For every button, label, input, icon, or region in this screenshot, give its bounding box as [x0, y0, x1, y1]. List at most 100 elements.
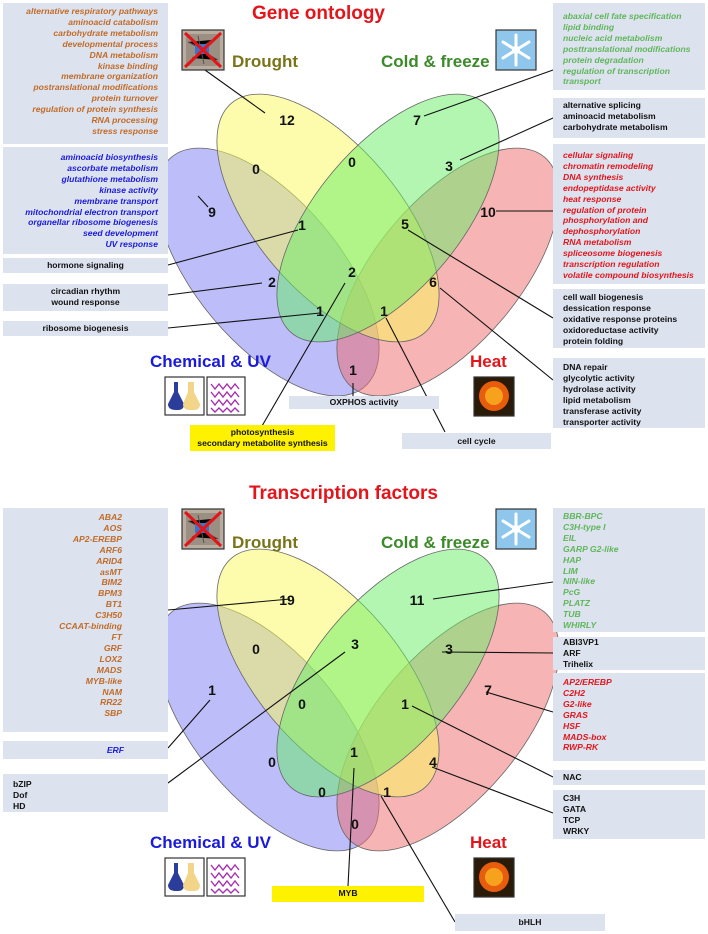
- tf-count-drought-cold-chemical: 0: [298, 696, 306, 712]
- box-term-line: C3H50: [95, 610, 122, 621]
- box-term-line: transporter activity: [563, 416, 641, 427]
- sun-icon-tf: [473, 857, 515, 898]
- go-leader-lines: [167, 69, 554, 433]
- box-term-line: mitochondrial electron transport: [25, 206, 158, 217]
- box-term-line: organellar ribosome biogenesis: [28, 217, 158, 228]
- go-count-drought-cold: 0: [348, 154, 356, 170]
- box-term-line: GRF: [103, 642, 122, 653]
- box-term-line: developmental process: [62, 38, 158, 49]
- tf-count-heat-only: 7: [484, 682, 492, 698]
- go-count-drought-only: 12: [279, 112, 295, 128]
- box-term-line: WRKY: [563, 825, 590, 836]
- go-ellipse-cold: [276, 93, 500, 343]
- tf-nac-box: NAC: [553, 770, 705, 785]
- box-term-line: cell wall biogenesis: [563, 292, 644, 302]
- box-term-line: ABA2: [98, 512, 122, 522]
- box-term-line: cellular signaling: [563, 150, 634, 160]
- go-count-chemical-cold: 2: [268, 274, 276, 290]
- go-count-all-four: 2: [348, 264, 356, 280]
- box-term-line: hormone signaling: [47, 260, 124, 270]
- tf-count-chemical-heat: 0: [351, 816, 359, 832]
- tf-count-cold-chemical-heat: 1: [383, 784, 391, 800]
- box-term-line: wound response: [51, 296, 120, 307]
- box-term-line: AP2/EREBP: [563, 677, 612, 687]
- box-term-line: spliceosome biogenesis: [563, 248, 663, 259]
- box-term-line: RNA metabolism: [563, 237, 632, 248]
- go-oxphos-box: OXPHOS activity: [289, 396, 439, 409]
- box-term-line: bHLH: [518, 917, 542, 927]
- box-term-line: lipid metabolism: [563, 394, 631, 405]
- snowflake-icon-go: [495, 29, 537, 71]
- box-term-line: glycolytic activity: [563, 372, 635, 383]
- tf-count-drought-cold-heat: 1: [401, 696, 409, 712]
- box-term-line: LOX2: [99, 653, 122, 664]
- tf-title: Transcription factors: [249, 483, 438, 504]
- box-term-line: CCAAT-binding: [59, 621, 122, 632]
- box-term-line: protein turnover: [91, 93, 158, 104]
- box-term-line: kinase activity: [99, 184, 158, 195]
- box-term-line: heat response: [563, 193, 622, 204]
- tf-count-chemical-only: 1: [208, 682, 216, 698]
- tf-count-drought-only: 19: [279, 592, 295, 608]
- box-term-line: phosphorylation and: [563, 215, 648, 226]
- go-count-chemical-heat: 1: [349, 362, 357, 378]
- box-term-line: regulation of protein: [563, 204, 647, 215]
- box-term-line: regulation of transcription: [563, 65, 670, 76]
- box-term-line: kinase binding: [97, 60, 158, 71]
- snowflake-icon-tf: [495, 508, 537, 550]
- box-term-line: WHIRLY: [563, 620, 597, 631]
- box-term-line: BT1: [105, 599, 122, 610]
- box-term-line: C3H: [563, 793, 581, 803]
- go-hormone-box: hormone signaling: [3, 258, 168, 273]
- box-term-line: dessication response: [563, 302, 651, 313]
- box-term-line: carbohydrate metabolism: [53, 27, 158, 38]
- box-term-line: GARP G2-like: [563, 543, 619, 554]
- box-term-line: DNA repair: [563, 362, 608, 372]
- tf-count-all-four: 1: [350, 744, 358, 760]
- box-term-line: TUB: [563, 609, 581, 620]
- box-term-line: glutathione metabolism: [61, 173, 158, 184]
- box-term-line: ARF6: [99, 544, 122, 555]
- box-term-line: ARF: [563, 647, 581, 658]
- box-term-line: posttranslational modifications: [563, 43, 691, 54]
- box-term-line: RWP-RK: [563, 742, 599, 753]
- box-term-line: nucleic acid metabolism: [563, 32, 663, 43]
- box-term-line: AP2-EREBP: [72, 533, 122, 544]
- tf-myb-box: MYB: [272, 886, 424, 902]
- box-term-line: bZIP: [13, 779, 32, 789]
- box-term-line: Dof: [13, 789, 28, 800]
- tf-label-chemical: Chemical & UV: [150, 833, 271, 852]
- box-term-line: lipid binding: [563, 21, 615, 32]
- tf-count-drought-cold: 3: [351, 636, 359, 652]
- go-count-drought-chemical-heat: 1: [316, 303, 324, 319]
- go-count-drought-cold-heat: 5: [401, 216, 409, 232]
- box-term-line: NIN-like: [563, 576, 595, 587]
- box-term-line: protein degradation: [563, 54, 644, 65]
- box-term-line: AOS: [103, 522, 122, 533]
- box-term-line: aminoacid metabolism: [563, 110, 656, 121]
- box-term-line: aminoacid catabolism: [68, 16, 158, 27]
- box-term-line: hydrolase activity: [563, 383, 636, 394]
- tf-count-drought-heat: 4: [429, 754, 437, 770]
- go-count-drought-chemical: 0: [252, 161, 260, 177]
- tf-label-heat: Heat: [470, 833, 507, 852]
- go-label-drought: Drought: [232, 52, 299, 71]
- box-term-line: ribosome biogenesis: [42, 323, 129, 333]
- box-term-line: RR22: [100, 697, 122, 708]
- tf-label-cold: Cold & freeze: [381, 533, 490, 552]
- box-term-line: HD: [13, 800, 26, 811]
- box-term-line: GRAS: [563, 709, 588, 720]
- box-term-line: BIM2: [101, 577, 122, 588]
- box-term-line: stress response: [92, 125, 158, 136]
- box-term-line: PcG: [563, 587, 581, 598]
- box-term-line: C2H2: [563, 687, 585, 698]
- box-term-line: membrane transport: [74, 195, 158, 206]
- uv-wave-icon-go: [206, 376, 246, 416]
